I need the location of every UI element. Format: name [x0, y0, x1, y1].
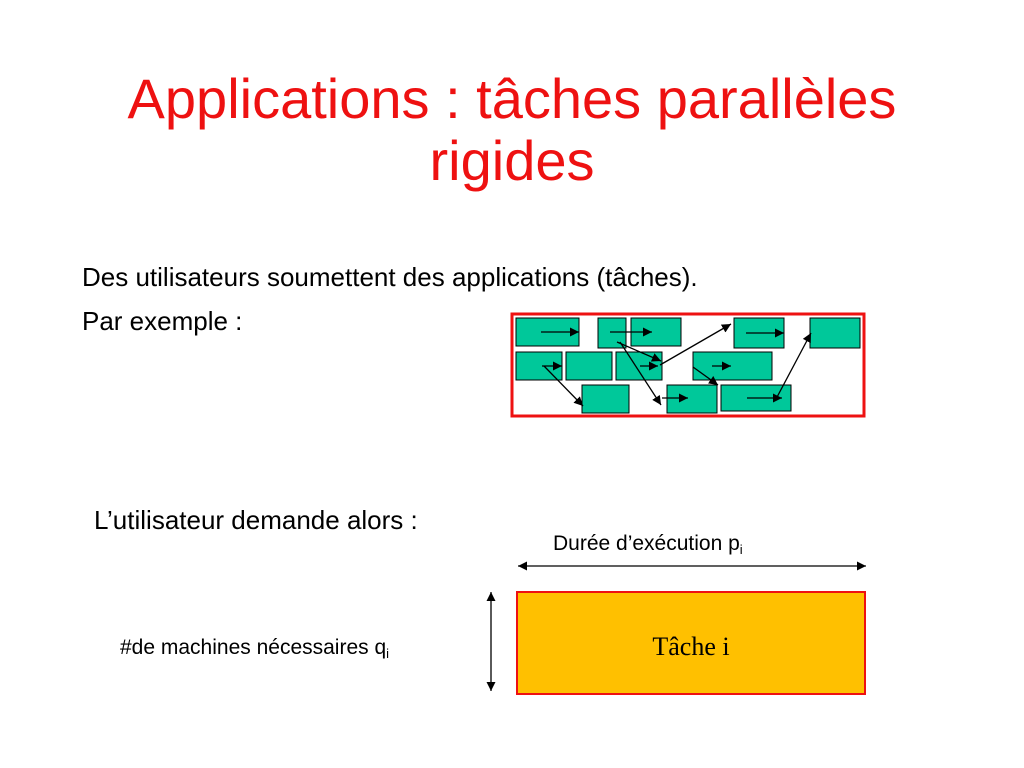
machines-label-text: #de machines nécessaires q: [120, 636, 387, 659]
dependency-arrow: [692, 366, 719, 386]
dependency-arrow: [619, 341, 662, 406]
intro-line-1: Des utilisateurs soumettent des applicat…: [82, 262, 698, 292]
task-box: Tâche i: [516, 591, 866, 695]
task-label: Tâche i: [652, 632, 730, 661]
slide-title: Applications : tâches parallèles rigides: [0, 68, 1024, 192]
duration-label: Durée d’exécution pi: [553, 532, 743, 556]
dependency-arrow: [775, 332, 812, 400]
duration-subscript: i: [739, 542, 743, 557]
task-block: [565, 351, 613, 381]
title-line-1: Applications : tâches parallèles: [127, 67, 897, 130]
task-block: [581, 384, 630, 414]
task-block: [692, 351, 773, 381]
duration-label-text: Durée d’exécution p: [553, 532, 740, 555]
task-block: [666, 384, 718, 414]
machines-label: #de machines nécessaires qi: [120, 636, 389, 660]
task-blocks: [515, 317, 861, 414]
dependency-arrow: [543, 365, 584, 407]
machines-subscript: i: [386, 646, 390, 661]
dependency-arrow: [616, 341, 662, 362]
dependency-arrow: [659, 323, 732, 366]
title-line-2: rigides: [429, 129, 595, 192]
dependency-arrows: [541, 323, 812, 407]
task-block: [515, 351, 563, 381]
intro-line-2: Par exemple :: [82, 306, 243, 336]
request-text: L’utilisateur demande alors :: [94, 505, 418, 535]
task-block: [809, 317, 861, 349]
